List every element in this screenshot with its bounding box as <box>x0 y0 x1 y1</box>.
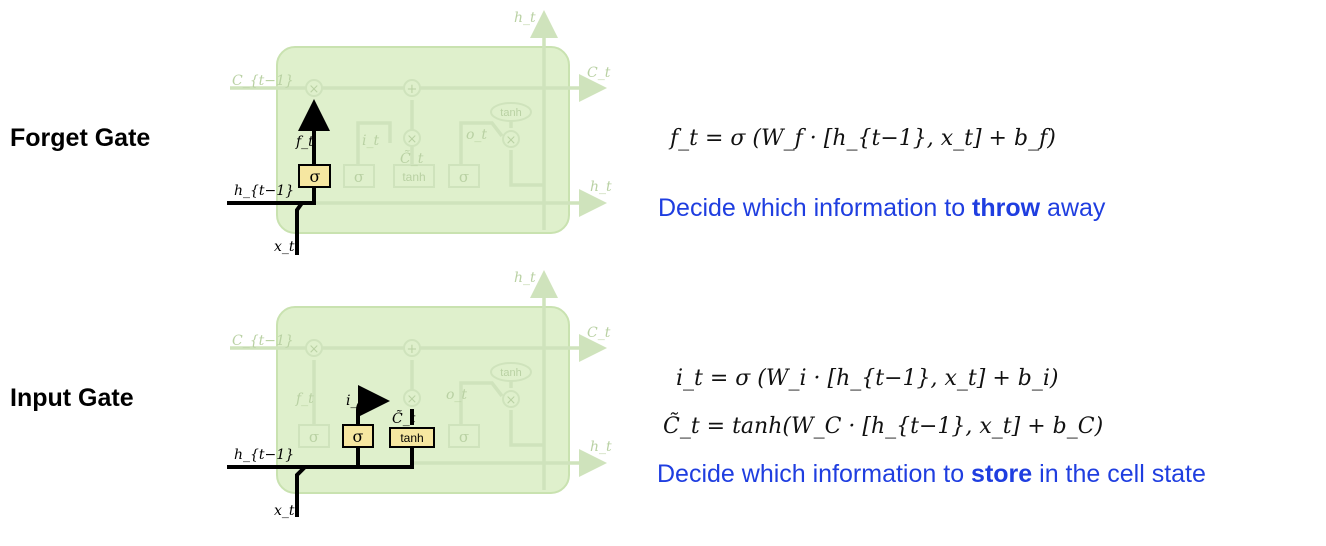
input-multiply-node: × <box>407 132 418 147</box>
forget-desc-after: away <box>1040 194 1106 222</box>
x-t-label: x_t <box>274 503 295 519</box>
output-multiply-node: × <box>506 133 517 148</box>
o-t-faded: o_t <box>466 127 487 143</box>
output-multiply-node: × <box>506 393 517 408</box>
forget-multiply-node: × <box>309 342 320 357</box>
tanh-output-label: tanh <box>500 107 521 119</box>
lstm-cell-input: × + × × tanh σ σ C_{t−1} C_t h_t h_t f_t… <box>227 270 612 519</box>
input-description: Decide which information to store in the… <box>657 460 1206 489</box>
o-t-faded: o_t <box>446 387 467 403</box>
input-equation-2: C̃_t = tanh(W_C · [h_{t−1}, x_t] + b_C) <box>663 414 1104 439</box>
input-sigma-faded: σ <box>354 168 364 186</box>
output-sigma-faded: σ <box>459 428 469 446</box>
cell-box <box>276 46 570 234</box>
input-desc-before: Decide which information to <box>657 460 972 488</box>
f-t-label: f_t <box>295 134 314 150</box>
c-t-label: C_t <box>587 325 611 341</box>
i-t-faded: i_t <box>362 133 379 149</box>
forget-sigma-gate <box>298 164 331 188</box>
lstm-cell-forget: × + × × tanh σ tanh σ C_{t−1} C_t h_t h_… <box>227 10 612 255</box>
input-desc-after: in the cell state <box>1032 460 1206 488</box>
h-prev-label: h_{t−1} <box>234 183 294 199</box>
forget-sigma-label: σ <box>310 167 321 186</box>
tanh-output-label: tanh <box>500 367 521 379</box>
c-prev-label: C_{t−1} <box>232 73 294 89</box>
tanh-faded: tanh <box>402 170 425 184</box>
input-multiply-node: × <box>407 392 418 407</box>
h-t-top-label: h_t <box>514 10 536 26</box>
h-t-right-label: h_t <box>590 179 612 195</box>
input-desc-bold: store <box>971 460 1033 488</box>
x-t-label: x_t <box>274 239 295 255</box>
c-prev-label: C_{t−1} <box>232 333 294 349</box>
output-sigma-faded: σ <box>459 168 469 186</box>
c-tilde-label: C̃_t <box>392 409 416 427</box>
forget-sigma-faded: σ <box>309 428 319 446</box>
forget-gate-diagram: × + × × tanh σ tanh σ C_{t−1} C_t h_t h_… <box>222 5 622 265</box>
h-prev-label: h_{t−1} <box>234 447 294 463</box>
input-equation-1: i_t = σ (W_i · [h_{t−1}, x_t] + b_i) <box>676 366 1059 391</box>
forget-gate-title: Forget Gate <box>10 124 151 152</box>
add-node: + <box>407 82 418 97</box>
input-gate-diagram: × + × × tanh σ σ C_{t−1} C_t h_t h_t f_t… <box>222 265 622 525</box>
input-tanh-label: tanh <box>400 431 423 445</box>
input-gate-title: Input Gate <box>10 384 134 412</box>
input-sigma-gate <box>342 424 374 448</box>
forget-multiply-node: × <box>309 82 320 97</box>
c-t-label: C_t <box>587 65 611 81</box>
i-t-label: i_t <box>346 393 363 409</box>
f-t-faded: f_t <box>295 391 314 407</box>
forget-description: Decide which information to throw away <box>658 194 1105 223</box>
input-sigma-label: σ <box>353 427 364 446</box>
forget-desc-before: Decide which information to <box>658 194 973 222</box>
c-tilde-faded: C̃_t <box>400 149 424 167</box>
add-node: + <box>407 342 418 357</box>
forget-equation: f_t = σ (W_f · [h_{t−1}, x_t] + b_f) <box>670 126 1056 151</box>
forget-desc-bold: throw <box>972 194 1041 222</box>
h-t-top-label: h_t <box>514 270 536 286</box>
input-tanh-gate <box>389 427 435 448</box>
h-t-right-label: h_t <box>590 439 612 455</box>
